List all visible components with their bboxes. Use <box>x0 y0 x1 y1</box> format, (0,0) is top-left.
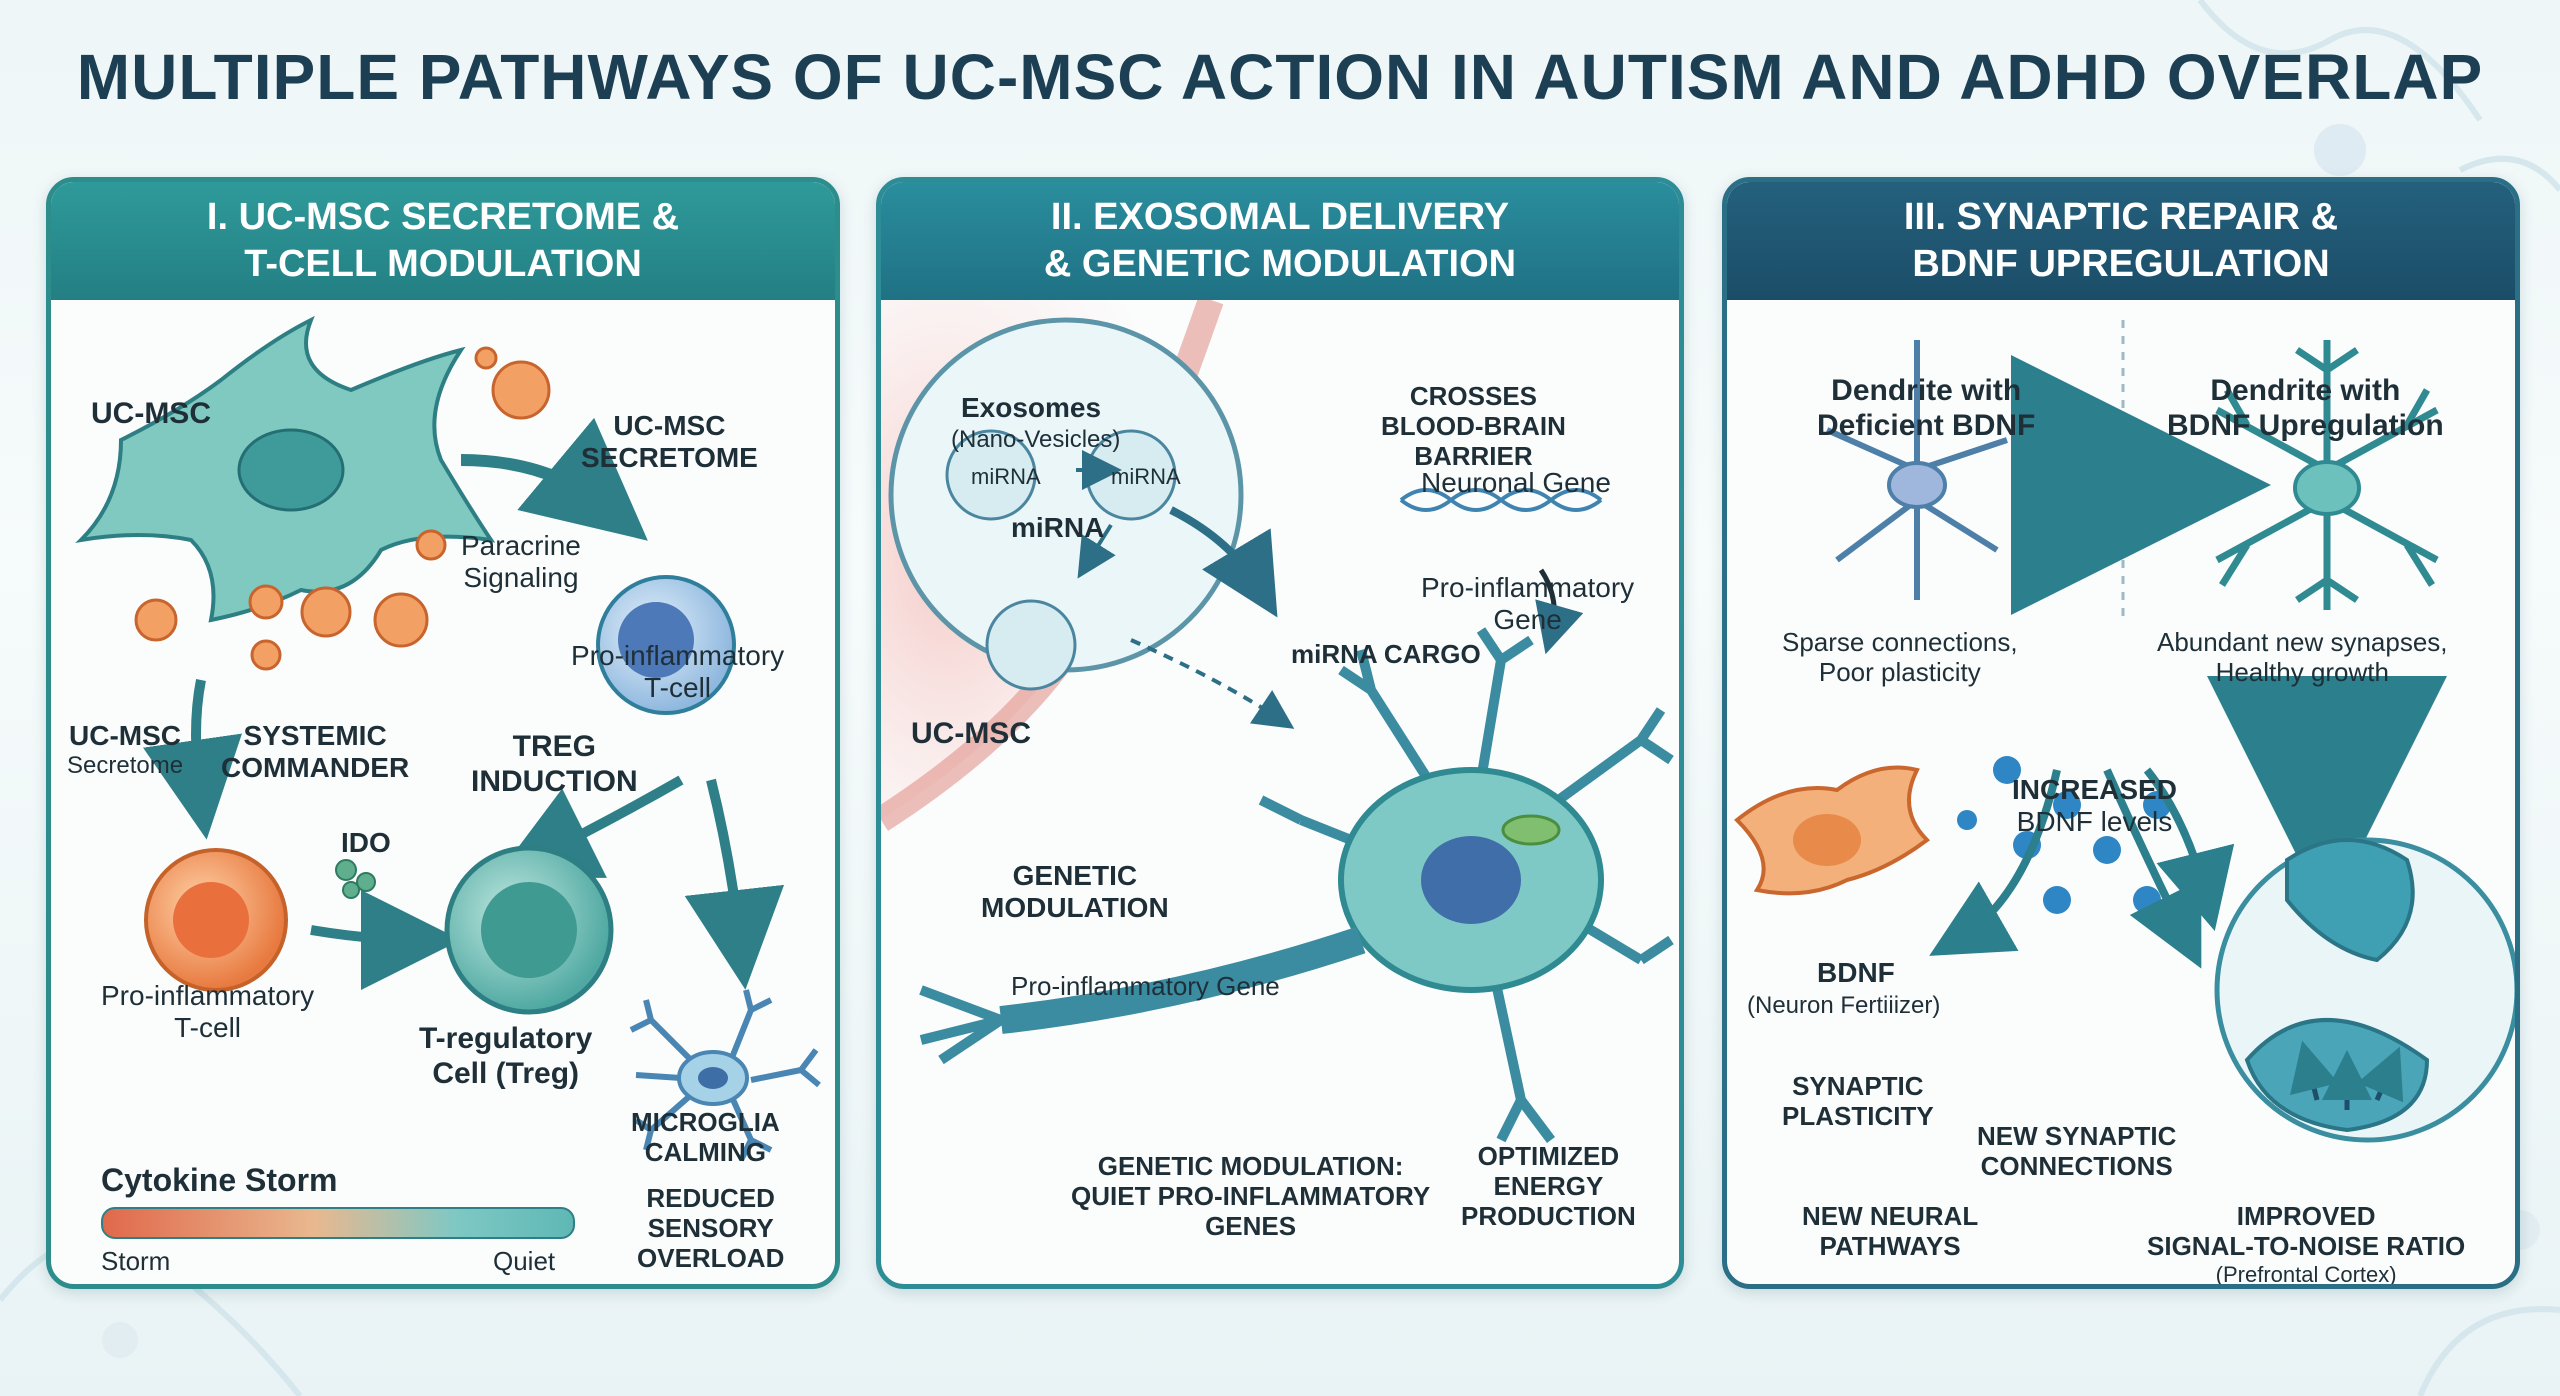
sparse-label-1: Sparse connections, <box>1782 627 2018 657</box>
abundant-label-1: Abundant new synapses, <box>2157 627 2448 657</box>
storm-label: Storm <box>101 1246 171 1276</box>
treg-induction-label-1: TREG <box>512 730 596 763</box>
quiet-genes-label-3: GENES <box>1205 1210 1297 1241</box>
arrow-to-microglia <box>684 778 785 990</box>
secretome-vesicles-icon <box>134 346 551 671</box>
uc-msc-label: UC-MSC <box>911 717 1031 750</box>
crosses-bbb-1: CROSSES <box>1409 381 1538 411</box>
bdnf-label: BDNF <box>1817 957 1895 988</box>
mitochondria-icon <box>1501 814 1561 846</box>
treg-label-2: Cell (Treg) <box>432 1056 580 1090</box>
dna-helix-icon <box>1399 488 1603 512</box>
new-connections-label-1: NEW SYNAPTIC <box>1977 1121 2177 1151</box>
microglia-label-1: MICROGLIA <box>631 1107 780 1137</box>
systemic-label-2: COMMANDER <box>221 752 410 784</box>
secretome-left-label-1: UC-MSC <box>69 720 182 751</box>
arrow-to-treg-2 <box>310 889 461 990</box>
header-line-2: BDNF UPREGULATION <box>1912 243 2330 285</box>
proinflammatory-top-label-1: Pro-inflammatory <box>571 640 785 671</box>
header-line-1: I. UC-MSC SECRETOME & <box>206 196 680 238</box>
header-line-1: III. SYNAPTIC REPAIR & <box>1903 196 2339 238</box>
new-connections-label-2: CONNECTIONS <box>1980 1150 2173 1181</box>
proinflammatory-gene-inline: Pro-inflammatory Gene <box>1011 971 1280 1001</box>
upregulation-dendrite-label-1: Dendrite with <box>2210 374 2401 407</box>
proinflammatory-top-label-2: T-cell <box>644 672 712 704</box>
sensory-label-1: REDUCED <box>646 1183 775 1213</box>
proinflammatory-gene-label-2: Gene <box>1493 604 1562 636</box>
genetic-modulation-label-1: GENETIC <box>1012 860 1138 891</box>
genetic-modulation-label-2: MODULATION <box>981 892 1169 924</box>
systemic-label-1: SYSTEMIC <box>243 720 387 751</box>
snr-label-2: SIGNAL-TO-NOISE RATIO <box>2147 1230 2466 1261</box>
deficient-dendrite-label-1: Dendrite with <box>1831 374 2022 407</box>
quiet-label: Quiet <box>493 1246 556 1276</box>
treg-label-1: T-regulatory <box>419 1022 593 1055</box>
proinflammatory-gene-label-1: Pro-inflammatory <box>1421 572 1635 603</box>
cytokine-storm-title: Cytokine Storm <box>101 1162 338 1198</box>
secretome-left-label-2: Secretome <box>67 752 184 780</box>
uc-msc-label: UC-MSC <box>91 397 211 430</box>
arrow-to-proinflammatory <box>460 417 648 541</box>
mirna-cargo-label: miRNA CARGO <box>1291 639 1481 669</box>
header-line-1: II. EXOSOMAL DELIVERY <box>1050 196 1510 238</box>
main-title: MULTIPLE PATHWAYS OF UC-MSC ACTION IN AU… <box>76 41 2484 113</box>
header-line-2: T-CELL MODULATION <box>244 243 642 285</box>
ido-label: IDO <box>341 827 391 858</box>
microglia-label-2: CALMING <box>644 1136 767 1167</box>
arrow-mirna-cargo <box>1169 506 1278 618</box>
sparse-label-2: Poor plasticity <box>1818 656 1981 687</box>
mirna-tag-1: miRNA <box>971 464 1041 489</box>
plasticity-label-2: PLASTICITY <box>1782 1100 1934 1131</box>
panel-header: I. UC-MSC SECRETOME & T-CELL MODULATION <box>51 182 835 300</box>
deficient-dendrite-label-2: Deficient BDNF <box>1817 408 2036 442</box>
cytokine-gradient-bar <box>101 1207 575 1239</box>
proinflammatory-bottom-label-2: T-cell <box>174 1012 242 1044</box>
microglia-icon <box>629 989 821 1162</box>
paracrine-label-1: Paracrine <box>461 530 581 561</box>
increased-label-2: BDNF levels <box>2016 806 2173 838</box>
panel2-illustration <box>881 300 1674 1143</box>
panel3-illustration <box>1734 320 2515 1143</box>
treg-induction-label-2: INDUCTION <box>471 764 638 798</box>
new-pathways-label-2: PATHWAYS <box>1819 1230 1961 1261</box>
plasticity-label-1: SYNAPTIC <box>1792 1071 1924 1101</box>
neuronal-gene-label: Neuronal Gene <box>1421 467 1611 498</box>
nano-vesicles-label: (Nano-Vesicles) <box>951 426 1121 453</box>
paracrine-label-2: Signaling <box>463 562 579 594</box>
exosomes-label: Exosomes <box>961 392 1102 423</box>
snr-label-1: IMPROVED <box>2236 1201 2376 1231</box>
neuron-fertilizer-label: (Neuron Fertiiizer) <box>1747 992 1941 1019</box>
panel-synaptic-repair: III. SYNAPTIC REPAIR & BDNF UPREGULATION <box>1722 177 2520 1289</box>
panel-header: II. EXOSOMAL DELIVERY & GENETIC MODULATI… <box>881 182 1679 300</box>
sensory-label-2: SENSORY <box>647 1212 774 1243</box>
quiet-genes-label-2: QUIET PRO-INFLAMMATORY <box>1071 1180 1431 1211</box>
mirna-label: miRNA <box>1011 512 1105 543</box>
crosses-bbb-2: BLOOD-BRAIN <box>1381 410 1566 441</box>
abundant-label-2: Healthy growth <box>2215 656 2389 687</box>
panel-header: III. SYNAPTIC REPAIR & BDNF UPREGULATION <box>1727 182 2515 300</box>
panel1-illustration <box>75 315 821 1162</box>
new-pathways-label-1: NEW NEURAL <box>1802 1201 1979 1231</box>
proinflammatory-bottom-label-1: Pro-inflammatory <box>101 980 315 1011</box>
upregulation-dendrite-label-2: BDNF Upregulation <box>2167 408 2444 442</box>
header-line-2: & GENETIC MODULATION <box>1043 243 1517 285</box>
energy-label-2: ENERGY <box>1493 1170 1604 1201</box>
increased-label-1: INCREASED <box>2012 774 2177 805</box>
snr-label-3: (Prefrontal Cortex) <box>2215 1261 2397 1287</box>
panel-exosomal-delivery: II. EXOSOMAL DELIVERY & GENETIC MODULATI… <box>876 177 1684 1289</box>
mirna-tag-2: miRNA <box>1111 464 1181 489</box>
axon-icon <box>999 926 1366 1034</box>
crosses-bbb-3: BARRIER <box>1414 440 1533 471</box>
secretome-label-1: UC-MSC <box>613 410 726 441</box>
energy-label-1: OPTIMIZED <box>1477 1141 1620 1171</box>
secretome-label-2: SECRETOME <box>581 442 758 474</box>
ido-molecule-icon <box>335 859 376 899</box>
panel-secretome-tcell: I. UC-MSC SECRETOME & T-CELL MODULATION <box>46 177 840 1289</box>
arrow-down <box>143 679 243 840</box>
energy-label-3: PRODUCTION <box>1461 1200 1636 1231</box>
sensory-label-3: OVERLOAD <box>637 1242 785 1273</box>
quiet-genes-label-1: GENETIC MODULATION: <box>1097 1151 1404 1181</box>
